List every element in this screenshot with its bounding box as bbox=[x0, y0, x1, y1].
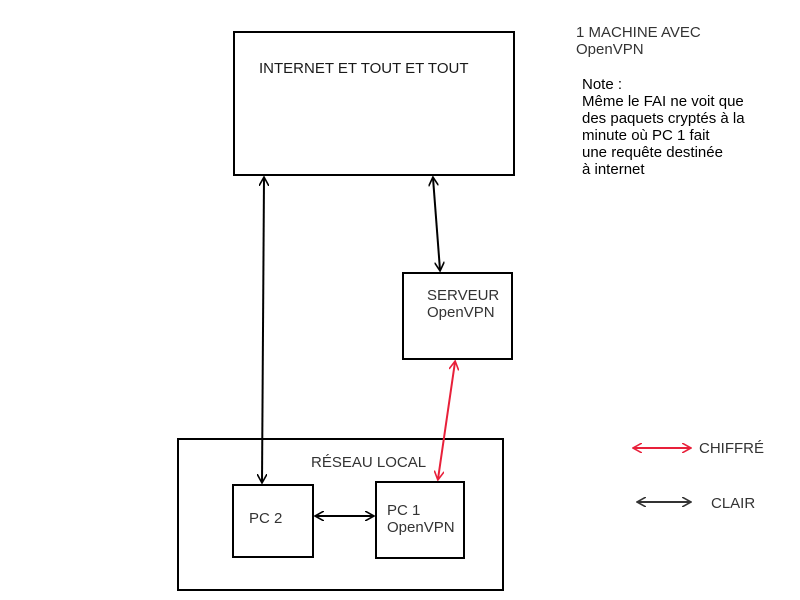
server-box: SERVEUR OpenVPN bbox=[402, 272, 513, 360]
note-line-2: des paquets cryptés à la bbox=[582, 110, 745, 127]
note-line-3: minute où PC 1 fait bbox=[582, 127, 710, 144]
internet-box: INTERNET ET TOUT ET TOUT bbox=[233, 31, 515, 176]
pc1-label-line-1: PC 1 bbox=[387, 502, 421, 519]
note-line-1: Même le FAI ne voit que bbox=[582, 93, 744, 110]
arrow-internet-pc2 bbox=[262, 178, 264, 482]
note-block: Note : Même le FAI ne voit que des paque… bbox=[582, 76, 745, 178]
local-network-label: RÉSEAU LOCAL bbox=[311, 454, 427, 471]
server-label-line-2: OpenVPN bbox=[427, 304, 495, 321]
pc2-label: PC 2 bbox=[249, 510, 283, 527]
pc2-box: PC 2 bbox=[232, 484, 314, 558]
legend-clear-label: CLAIR bbox=[711, 495, 756, 512]
pc1-box: PC 1 OpenVPN bbox=[375, 481, 465, 559]
internet-label: INTERNET ET TOUT ET TOUT bbox=[259, 60, 469, 77]
title-line-1: 1 MACHINE AVEC bbox=[576, 24, 701, 41]
legend-encrypted-label: CHIFFRÉ bbox=[699, 440, 764, 457]
server-label: SERVEUR OpenVPN bbox=[427, 287, 499, 321]
title-line-2: OpenVPN bbox=[576, 41, 644, 58]
note-line-5: à internet bbox=[582, 161, 645, 178]
note-label: Note : bbox=[582, 76, 623, 93]
note-line-4: une requête destinée bbox=[582, 144, 723, 161]
pc1-label: PC 1 OpenVPN bbox=[387, 502, 455, 536]
diagram-title: 1 MACHINE AVEC OpenVPN bbox=[576, 24, 701, 58]
server-label-line-1: SERVEUR bbox=[427, 287, 500, 304]
pc1-label-line-2: OpenVPN bbox=[387, 519, 455, 536]
local-network-box: RÉSEAU LOCAL bbox=[177, 438, 504, 591]
arrow-server-pc1 bbox=[438, 362, 455, 479]
arrow-internet-server bbox=[433, 178, 440, 270]
